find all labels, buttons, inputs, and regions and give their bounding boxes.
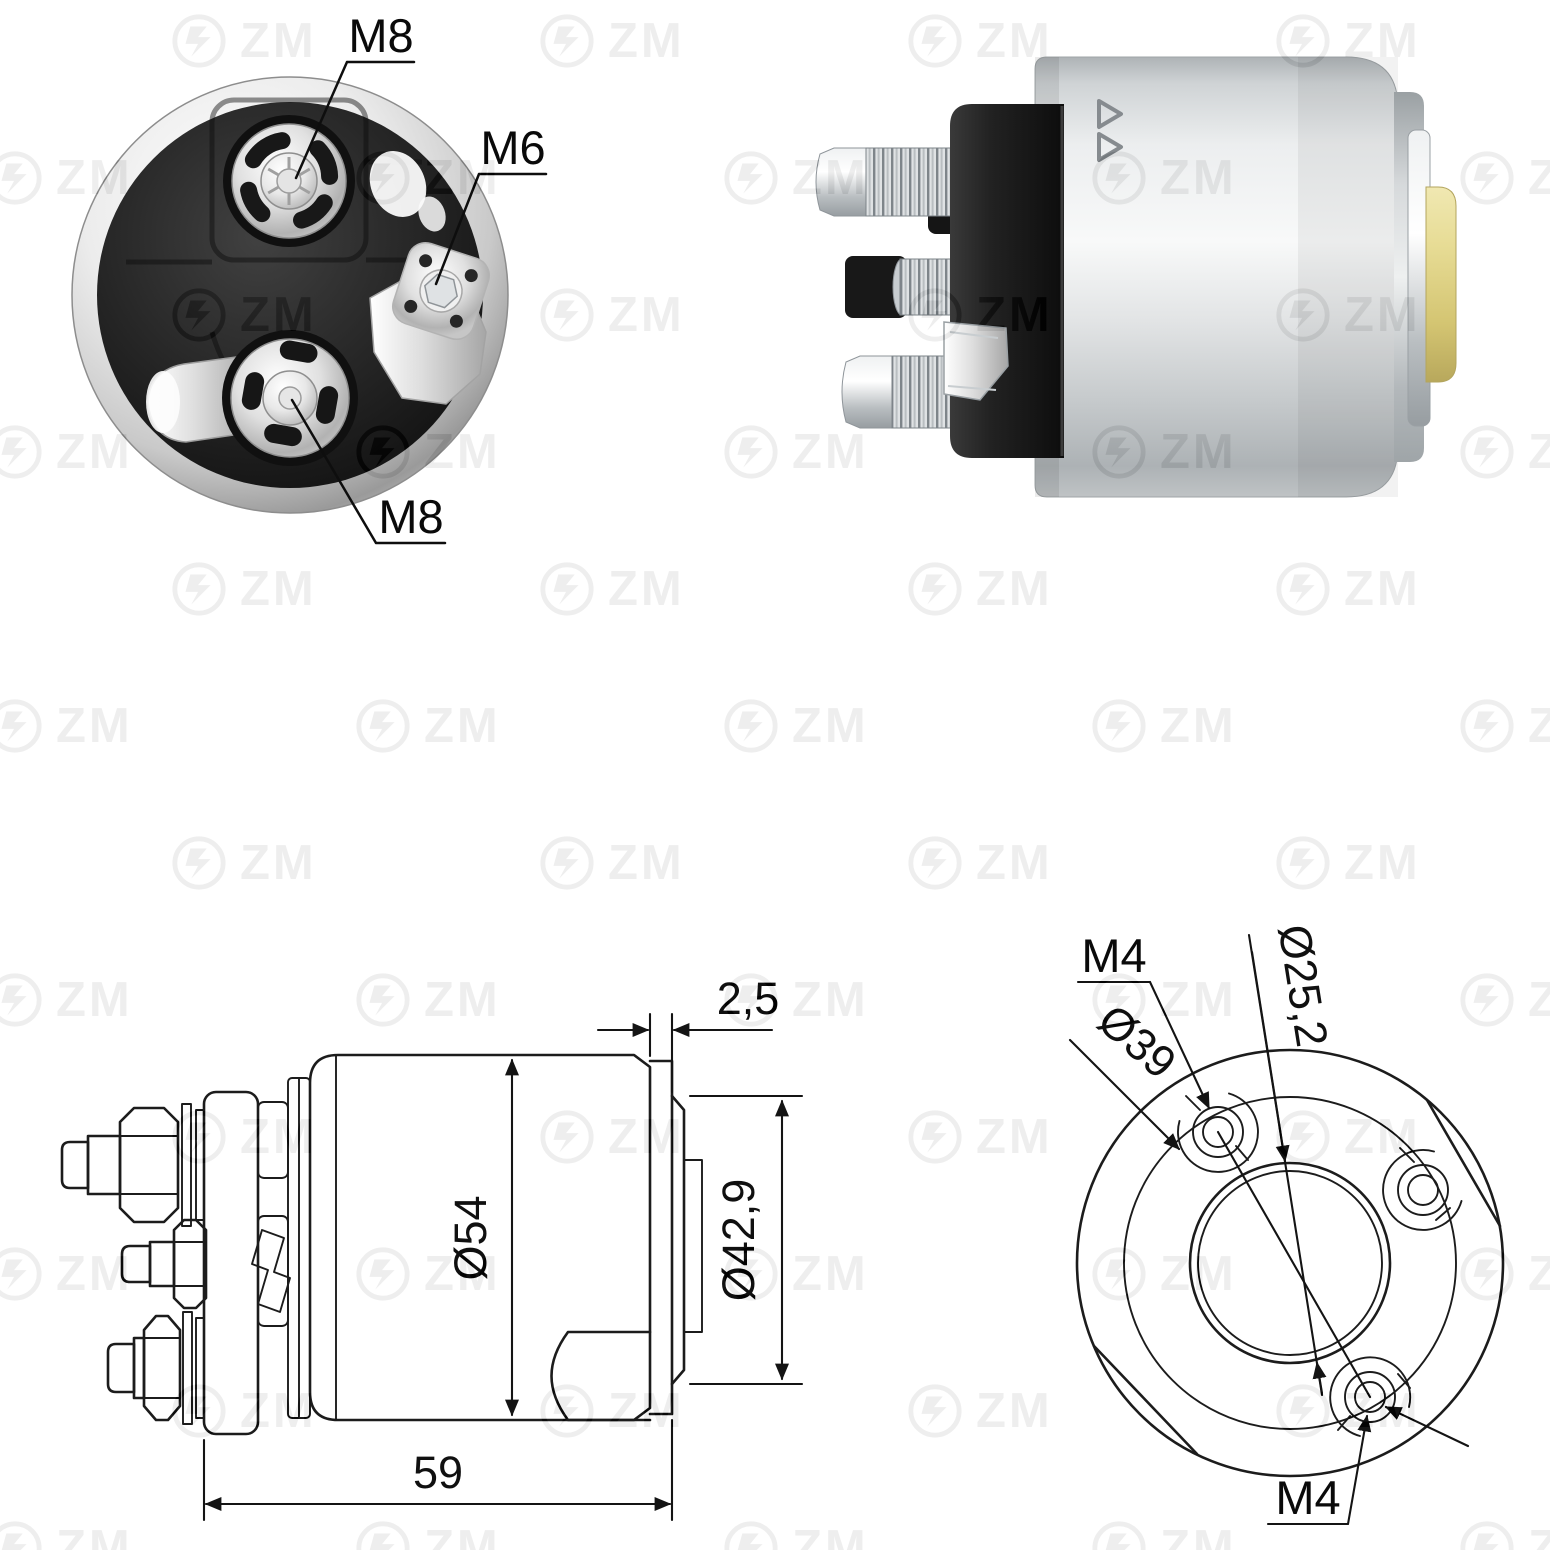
terminal-end-photo: M8 M6 M8 (71, 9, 548, 545)
m8-stud-tip-top (815, 147, 873, 217)
m8-stud-tip-bottom (841, 355, 899, 429)
m6-terminal (369, 242, 490, 405)
m8-stud-thread-top (865, 147, 953, 217)
drawing-m8-stud-bottom (106, 1311, 205, 1425)
ext-lines-flange (648, 1012, 674, 1094)
leader-top-m8 (294, 60, 416, 180)
black-cap-side (950, 104, 1064, 458)
label-top-terminal-m8: M8 (348, 9, 413, 62)
drawing-flange (648, 1059, 674, 1416)
dim-bore-diameter: Ø25,2 (1269, 921, 1339, 1050)
m8-terminal-top (223, 115, 355, 247)
drawing-cap-outline (202, 1090, 260, 1436)
m8-terminal-bottom (146, 330, 358, 466)
drawing-m6-stud (120, 1218, 208, 1310)
ring-break-stubs (1185, 1095, 1451, 1431)
dim-flange-thickness: 2,5 (717, 973, 780, 1024)
drawing-spring-clip (251, 1229, 291, 1313)
ext-lines-length (202, 1418, 674, 1522)
m6-hex-nut (424, 273, 458, 309)
drawing-flats (1092, 1098, 1502, 1456)
m6-insulator-block (845, 256, 907, 318)
side-view-drawing: 2,5 Ø54 Ø42,9 59 (60, 973, 804, 1522)
side-view-photo (815, 56, 1457, 498)
drawing-m8-stud-top (60, 1103, 205, 1227)
drawing-plunger-boot (550, 1330, 652, 1422)
drawing-pilot-cylinder (670, 1094, 686, 1386)
torx-recess-icon (267, 157, 311, 205)
dim-body-length: 59 (413, 1447, 463, 1498)
leader-m6 (434, 172, 548, 286)
drawing-contact-band (683, 1159, 703, 1333)
mounting-face-drawing: Ø25,2 Ø39 M4 M4 (1068, 921, 1505, 1526)
dim-body-diameter: Ø54 (445, 1195, 496, 1280)
drawing-outer-circle (1075, 1048, 1505, 1478)
label-m4-upper: M4 (1081, 929, 1146, 982)
drawing-bore-inner (1197, 1170, 1383, 1356)
leader-bottom-m8 (290, 398, 447, 545)
dim-flange-diameter: Ø42,9 (713, 1179, 764, 1302)
label-bottom-terminal-m8: M8 (378, 490, 443, 543)
yellow-bushing (1425, 186, 1457, 383)
specular-highlight (418, 196, 446, 232)
leader-bolt-circle (1068, 1038, 1181, 1151)
ext-lines-pilot (688, 1094, 804, 1386)
bolt-circle-line (1216, 1130, 1372, 1399)
label-side-terminal-m6: M6 (480, 121, 545, 174)
label-m4-lower: M4 (1275, 1471, 1340, 1524)
